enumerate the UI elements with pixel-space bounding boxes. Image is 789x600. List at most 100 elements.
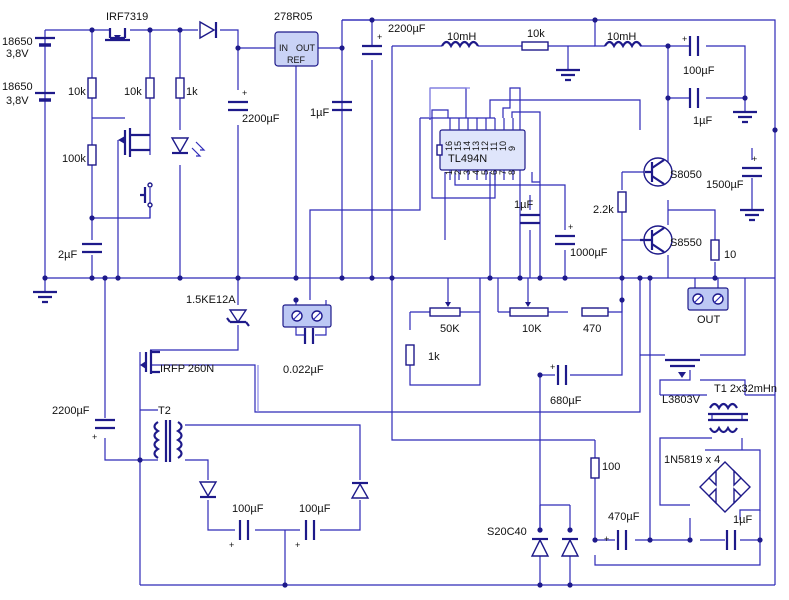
resistor-1k: 1k	[175, 77, 198, 99]
regulator-out-pin: OUT	[296, 43, 316, 53]
inductor-10mh-b: 10mH	[604, 31, 642, 49]
resistor-10k-mid: 10k	[124, 77, 155, 99]
terminal-out: OUT	[687, 287, 729, 326]
svg-text:+: +	[550, 362, 555, 372]
diode-s20c40: S20C40	[487, 526, 580, 557]
transformer-t2-label: T2	[158, 405, 171, 417]
inductor-10mh-b-label: 10mH	[607, 31, 636, 43]
transformer-t2: T2	[153, 405, 183, 462]
capacitor-1uf-b: 1µF	[514, 199, 540, 225]
junction-dot	[235, 45, 241, 51]
transistor-s8050-label: S8050	[670, 169, 702, 181]
ic-tl494-top-pin-number: 13	[471, 141, 481, 151]
junction-dot	[567, 527, 573, 533]
junction-dot	[562, 275, 568, 281]
resistor-100k-label: 100k	[62, 153, 86, 165]
regulator-in-pin: IN	[279, 43, 288, 53]
transistor-s8550-label: S8550	[670, 237, 702, 249]
ground-left	[33, 290, 57, 304]
capacitor-100uf-b-label: 100µF	[299, 503, 331, 515]
junction-dot	[742, 95, 748, 101]
capacitor-1uf-a: 1µF	[310, 100, 352, 119]
junction-dot	[567, 582, 573, 588]
resistor-100k: 100k	[62, 144, 97, 166]
resistor-2-2k-label: 2.2k	[593, 204, 614, 216]
junction-dot	[293, 275, 299, 281]
junction-dot	[487, 275, 493, 281]
battery-1-voltage: 3,8V	[6, 48, 29, 60]
junction-dot	[89, 215, 95, 221]
bridge-1n5819-label: 1N5819 x 4	[664, 454, 720, 466]
battery-1: 18650 3,8V	[2, 36, 55, 60]
mosfet-irf7319-lower	[118, 128, 150, 157]
junction-dot	[89, 27, 95, 33]
diode-top	[199, 20, 218, 40]
ic-tl494-bottom-pin-number: 1	[444, 170, 454, 175]
transistor-s8550: S8550	[640, 225, 702, 255]
ground-top-right	[733, 110, 757, 124]
junction-dot	[102, 275, 108, 281]
potentiometer-50k-label: 50K	[440, 323, 460, 335]
led	[170, 137, 206, 157]
capacitor-100uf-top: + 100µF	[682, 34, 715, 77]
ground-coil	[556, 68, 580, 82]
svg-text:+: +	[604, 534, 609, 544]
transformer-t1-label: T1 2x32mHn	[714, 383, 777, 395]
junction-dot	[772, 127, 778, 133]
bridge-1n5819: 1N5819 x 4	[664, 454, 751, 513]
terminal-input	[282, 304, 332, 328]
inductor-10mh-a: 10mH	[441, 31, 479, 49]
junction-dot	[665, 95, 671, 101]
capacitor-1uf-c-label: 1µF	[733, 514, 752, 526]
svg-text:+: +	[295, 540, 300, 550]
ic-tl494-top-pin-number: 11	[489, 142, 499, 151]
capacitor-470uf: + 470µF	[604, 511, 640, 550]
potentiometer-10k-label: 10K	[522, 323, 542, 335]
ic-tl494-top-pin-number: 12	[480, 141, 490, 151]
capacitor-680uf: + 680µF	[550, 362, 582, 407]
capacitor-1uf-top: 1µF	[688, 88, 712, 127]
resistor-10k-left-label: 10k	[68, 86, 86, 98]
mosfet-irfp260n-label: IRFP 260N	[160, 363, 214, 375]
junction-dot	[137, 457, 143, 463]
svg-text:+: +	[92, 432, 97, 442]
svg-text:+: +	[752, 154, 757, 164]
mosfet-irf7319: IRF7319	[105, 11, 148, 42]
transistor-s8050: S8050	[643, 157, 702, 187]
junction-dot	[389, 275, 395, 281]
svg-text:+: +	[242, 88, 247, 98]
junction-dot	[177, 27, 183, 33]
junction-dot	[115, 275, 121, 281]
terminal-out-label: OUT	[697, 314, 721, 326]
junction-dot	[687, 537, 693, 543]
diode-tvs-label: 1.5KE12A	[186, 294, 236, 306]
capacitor-100uf-top-label: 100µF	[683, 65, 715, 77]
diode-s20c40-label: S20C40	[487, 526, 527, 538]
ic-tl494-bottom-pin-number: 8	[507, 170, 517, 175]
mosfet-irfp260n: IRFP 260N	[140, 350, 214, 375]
resistor-10k-left: 10k	[68, 77, 97, 99]
resistor-470-label: 470	[583, 323, 601, 335]
capacitor-1uf-c: 1µF	[725, 514, 752, 550]
junction-dot	[637, 275, 643, 281]
mosfet-l3803v-label: L3803V	[662, 394, 701, 406]
junction-dot	[282, 582, 288, 588]
resistor-100: 100	[590, 457, 620, 479]
capacitor-2200uf-c-label: 2200µF	[52, 405, 90, 417]
capacitor-2200uf-a-label: 2200µF	[242, 113, 280, 125]
ic-tl494-bottom-pin-number: 4	[471, 170, 481, 175]
junction-dot	[339, 45, 345, 51]
capacitor-1uf-a-label: 1µF	[310, 107, 329, 119]
potentiometer-50k: 50K	[429, 296, 461, 335]
junction-dot	[757, 537, 763, 543]
junction-dot	[647, 275, 653, 281]
junction-dots	[42, 17, 778, 588]
ic-tl494-bottom-pin-number: 6	[489, 170, 499, 175]
capacitor-2200uf-b-label: 2200µF	[388, 23, 426, 35]
mosfet-l3803v: L3803V	[662, 358, 701, 406]
ic-tl494-top-pin-number: 14	[462, 141, 472, 151]
secondary-wires	[257, 87, 470, 412]
